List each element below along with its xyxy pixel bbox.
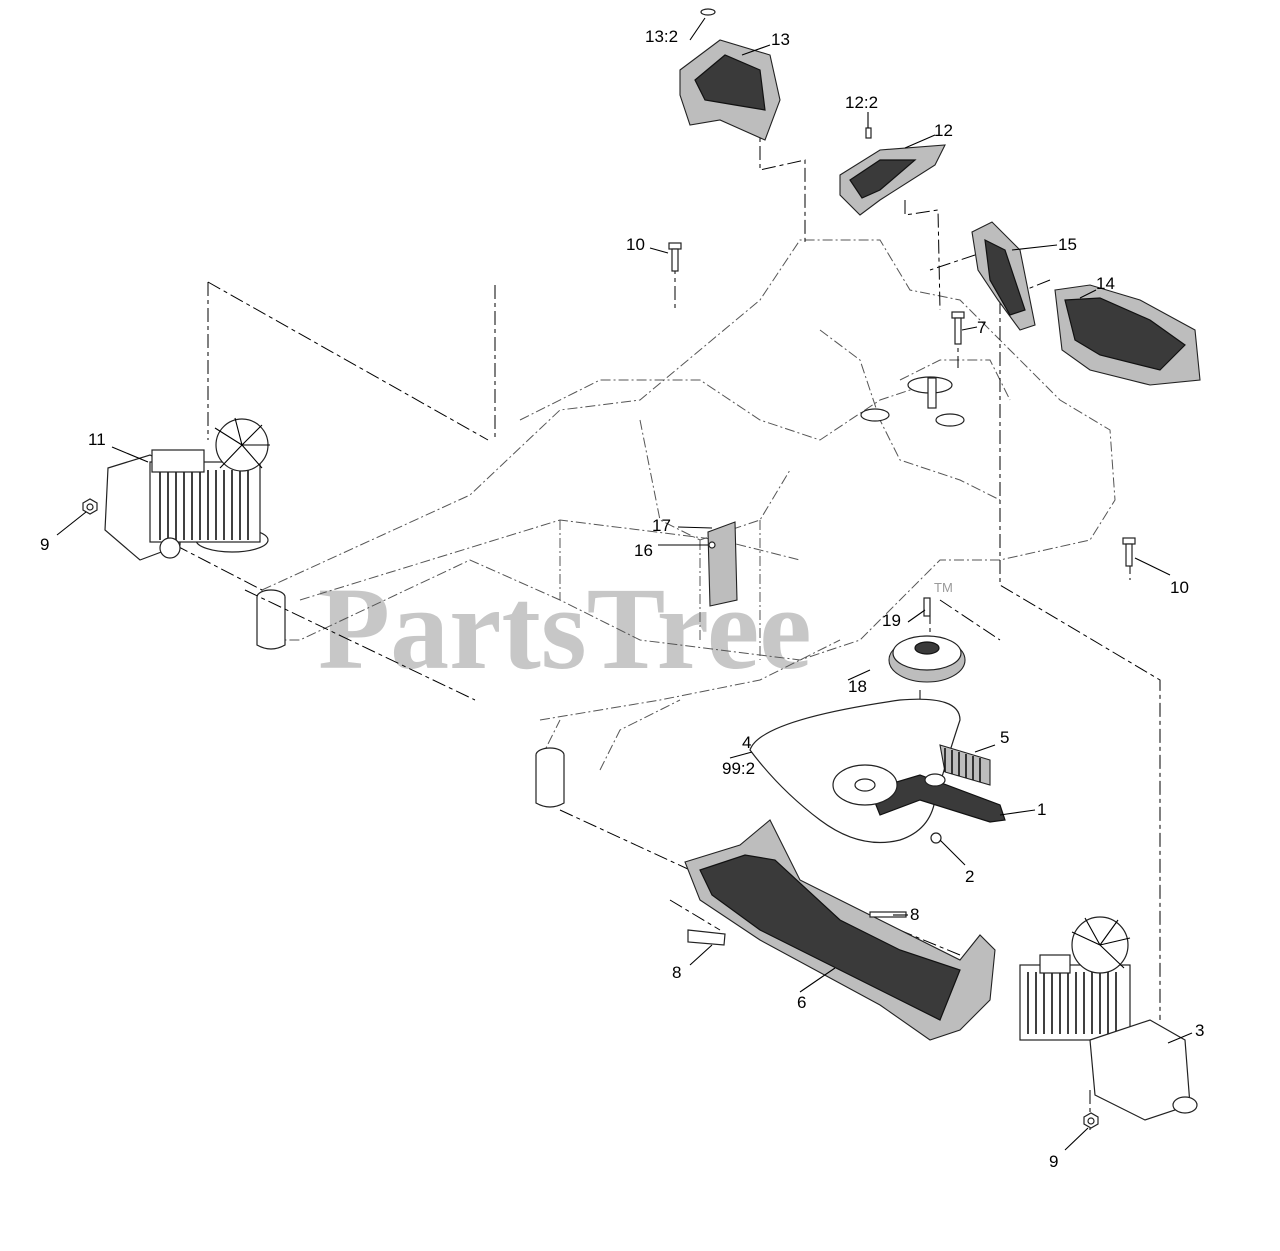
- callout-18: 18: [848, 677, 867, 696]
- callout-99-2: 99:2: [722, 759, 755, 778]
- callout-labels: 13:2 13 12:2 12 10 15 14 7 11 9 17 16 10…: [40, 27, 1204, 1171]
- callout-16: 16: [634, 541, 653, 560]
- callout-19: 19: [882, 611, 901, 630]
- callout-13-2: 13:2: [645, 27, 678, 46]
- part-17-plate: [707, 521, 738, 607]
- part-3-transaxle: [1019, 916, 1198, 1129]
- watermark-tm: TM: [934, 580, 953, 595]
- callout-4: 4: [742, 733, 751, 752]
- callout-8-right: 8: [910, 905, 919, 924]
- part-6-mount: [684, 819, 996, 1041]
- part-15-shield: [971, 221, 1036, 331]
- callout-10-top: 10: [626, 235, 645, 254]
- part-12-cover: [839, 127, 946, 216]
- callout-2: 2: [965, 867, 974, 886]
- callout-9-left: 9: [40, 535, 49, 554]
- callout-5: 5: [1000, 728, 1009, 747]
- callout-12-2: 12:2: [845, 93, 878, 112]
- callout-7: 7: [977, 318, 986, 337]
- leader-lines: [56, 17, 1193, 1151]
- watermark-text: PartsTree: [318, 563, 812, 694]
- callout-14: 14: [1096, 274, 1115, 293]
- bolts: [668, 242, 1136, 567]
- callout-9-right: 9: [1049, 1152, 1058, 1171]
- callout-13: 13: [771, 30, 790, 49]
- callout-1: 1: [1037, 800, 1046, 819]
- part-11-transaxle: [82, 417, 270, 561]
- part-18-pulley: [888, 597, 966, 683]
- chassis-frame: [256, 239, 1116, 808]
- callout-6: 6: [797, 993, 806, 1012]
- callout-15: 15: [1058, 235, 1077, 254]
- callout-8-left: 8: [672, 963, 681, 982]
- callout-17: 17: [652, 516, 671, 535]
- callout-10-right: 10: [1170, 578, 1189, 597]
- callout-11: 11: [88, 430, 106, 449]
- part-14-shield: [1054, 284, 1201, 386]
- part-13-cover: [679, 8, 781, 141]
- callout-3: 3: [1195, 1021, 1204, 1040]
- callout-12: 12: [934, 121, 953, 140]
- part-1-idler-assembly: [832, 744, 1006, 844]
